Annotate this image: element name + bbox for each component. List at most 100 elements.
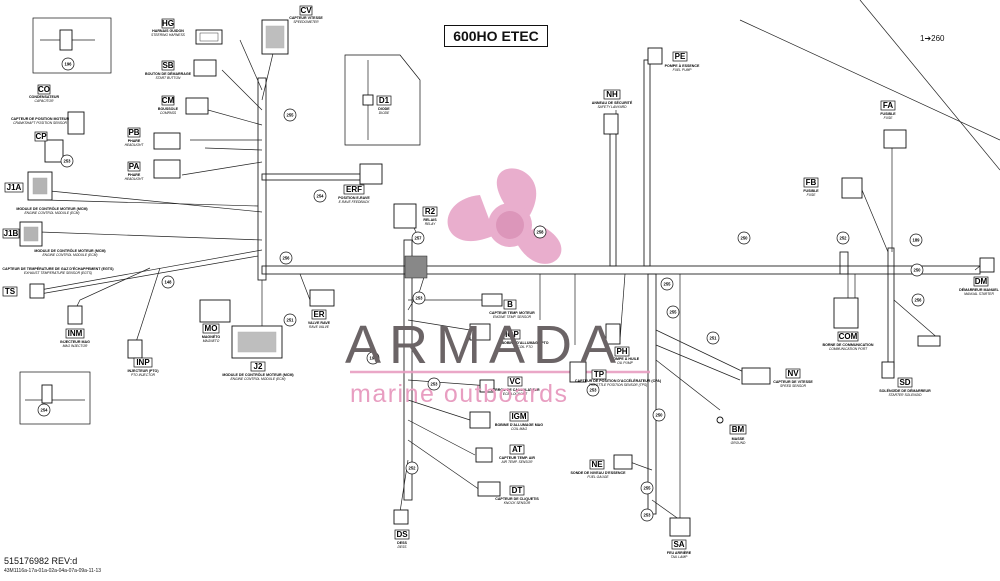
svg-text:CAPTEUR DE POSITION MOTEUR: CAPTEUR DE POSITION MOTEUR (11, 117, 70, 121)
svg-text:CAPTEUR TEMP. AIR: CAPTEUR TEMP. AIR (499, 456, 535, 460)
svg-text:STEERING HARNESS: STEERING HARNESS (151, 33, 186, 37)
svg-text:ERF: ERF (346, 185, 362, 194)
wire (861, 189, 889, 253)
wire (44, 199, 259, 207)
connector-j2-icon (231, 325, 283, 359)
wire (134, 267, 161, 346)
svg-text:DIODE: DIODE (379, 111, 390, 115)
svg-text:PE: PE (675, 52, 686, 61)
svg-text:VC: VC (509, 377, 520, 386)
svg-text:ER: ER (313, 310, 324, 319)
ref-circle: 250 (910, 263, 924, 277)
svg-text:J1A: J1A (7, 183, 22, 192)
harness-segment (261, 173, 363, 181)
svg-text:INJECTEUR (PTO): INJECTEUR (PTO) (127, 369, 159, 373)
wire (407, 379, 491, 387)
svg-text:FUEL GAUGE: FUEL GAUGE (587, 475, 609, 479)
wire (407, 439, 481, 491)
wire (39, 231, 263, 241)
wire (39, 249, 263, 291)
svg-text:255: 255 (644, 486, 652, 491)
svg-text:MODULE DE CONTRÔLE MOTEUR (MCM: MODULE DE CONTRÔLE MOTEUR (MCM) (34, 248, 106, 253)
svg-text:253: 253 (431, 382, 439, 387)
connector-hg-icon (195, 29, 223, 45)
harness-segment (261, 265, 981, 275)
svg-text:CV: CV (300, 6, 312, 15)
connector-inm-icon (67, 305, 83, 325)
harness-junction (404, 255, 428, 279)
svg-text:148: 148 (165, 280, 173, 285)
connector-dm-icon (979, 257, 995, 273)
svg-text:250: 250 (741, 236, 749, 241)
svg-text:PB: PB (128, 128, 139, 137)
svg-text:SOLÉNOÏDE DE DÉMARREUR: SOLÉNOÏDE DE DÉMARREUR (879, 388, 931, 393)
svg-text:MAG INJECTOR: MAG INJECTOR (63, 344, 88, 348)
wire (39, 189, 263, 213)
svg-text:BOBINE D'ALLUMAGE PTO: BOBINE D'ALLUMAGE PTO (501, 341, 548, 345)
svg-text:198: 198 (370, 356, 378, 361)
svg-text:189: 189 (913, 238, 921, 243)
svg-text:DM: DM (975, 277, 988, 286)
svg-text:TS: TS (5, 287, 16, 296)
wire (619, 273, 626, 341)
svg-text:DT: DT (512, 486, 523, 495)
border-line (859, 0, 1000, 171)
svg-text:257: 257 (415, 236, 423, 241)
svg-text:HG: HG (162, 19, 174, 28)
tail-lamp-sa-icon (669, 517, 691, 537)
svg-text:BORNE DE COMMUNICATION: BORNE DE COMMUNICATION (822, 343, 873, 347)
svg-text:PHARE: PHARE (128, 139, 141, 143)
ref-circle: 148 (161, 275, 175, 289)
svg-text:STARTER SOLENOID: STARTER SOLENOID (888, 393, 922, 397)
svg-text:CAPTEUR VITESSE: CAPTEUR VITESSE (289, 16, 323, 20)
ref-circle: 252 (836, 231, 850, 245)
svg-text:FUSE: FUSE (884, 116, 894, 120)
svg-text:256: 256 (915, 298, 923, 303)
svg-text:ENGINE CONTROL MODULE (ECM): ENGINE CONTROL MODULE (ECM) (230, 377, 285, 381)
lockout-vc-icon (479, 379, 495, 393)
wire (39, 255, 259, 295)
harness-segment (403, 239, 413, 501)
ref-circles: 196 255 253 254 256 257 258 250 252 189 … (37, 57, 925, 522)
svg-text:256: 256 (283, 256, 291, 261)
svg-text:COIL PTO: COIL PTO (517, 345, 533, 349)
wire (893, 299, 941, 341)
ref-circle: 254 (313, 189, 327, 203)
injector-detail (41, 384, 53, 404)
connector-nh-icon (603, 113, 619, 135)
svg-text:254: 254 (41, 408, 49, 413)
svg-text:ENGINE TEMP. SENSOR: ENGINE TEMP. SENSOR (493, 315, 532, 319)
svg-text:B: B (507, 300, 513, 309)
svg-text:POMPE À HUILE: POMPE À HUILE (611, 356, 640, 361)
svg-text:HEADLIGHT: HEADLIGHT (125, 177, 145, 181)
svg-text:CM: CM (162, 96, 175, 105)
svg-text:COMPASS: COMPASS (160, 111, 177, 115)
connector-cp-icon (44, 139, 64, 163)
ref-circle: 254 (37, 403, 51, 417)
svg-text:PH: PH (616, 347, 627, 356)
svg-text:ANNEAU DE SÉCURITÉ: ANNEAU DE SÉCURITÉ (592, 100, 633, 105)
svg-text:NE: NE (591, 460, 603, 469)
svg-text:254: 254 (317, 194, 325, 199)
svg-text:THROTTLE POSITION SENSOR (TPS): THROTTLE POSITION SENSOR (TPS) (589, 383, 647, 387)
svg-text:R2: R2 (425, 207, 436, 216)
